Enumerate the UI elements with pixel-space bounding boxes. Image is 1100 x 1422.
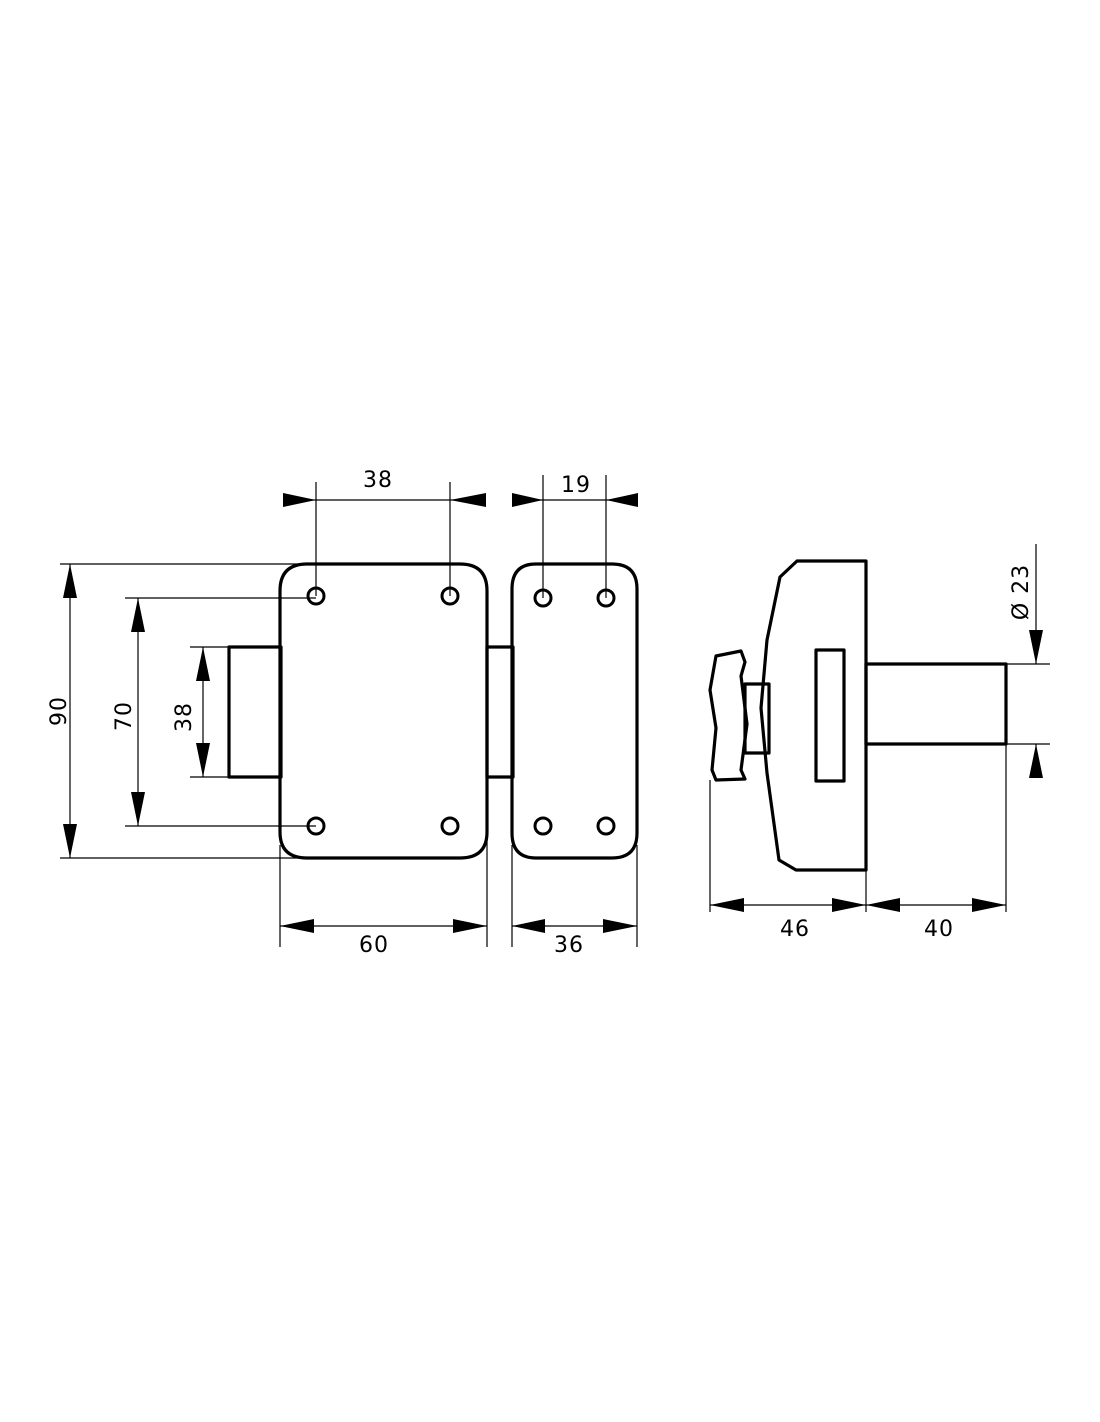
dimension-cylinder-diameter: Ø 23 — [1006, 544, 1050, 778]
dim-label-top-19: 19 — [561, 473, 591, 498]
lock-body-front-view — [227, 562, 489, 860]
side-body-profile — [759, 559, 868, 872]
dimension-side-depth: 46 — [709, 780, 867, 942]
keeper-front-view — [510, 562, 639, 860]
side-knob — [708, 649, 749, 782]
dimension-top-hole-spacing: 38 — [283, 468, 486, 596]
dim-label-90: 90 — [47, 696, 72, 726]
dim-label-38-bolt: 38 — [172, 702, 197, 732]
dim-label-46: 46 — [780, 917, 810, 942]
lock-side-view — [708, 559, 1008, 872]
side-cylinder — [864, 662, 1008, 746]
dimension-body-width: 60 — [279, 832, 488, 958]
dim-label-40: 40 — [924, 917, 954, 942]
bolt-left — [227, 645, 283, 779]
dimension-keeper-width: 36 — [511, 845, 638, 958]
dimension-bolt-height: 38 — [172, 646, 229, 778]
dimension-hole-vertical-spacing: 70 — [112, 597, 316, 827]
lock-body-outline — [278, 562, 489, 860]
keeper-outline — [510, 562, 639, 860]
dimension-overall-height: 90 — [47, 563, 300, 859]
dim-label-70: 70 — [112, 701, 137, 731]
keeper-hole-bottom-right — [596, 816, 616, 836]
dim-label-diameter-23: Ø 23 — [1009, 564, 1034, 620]
dimension-keeper-hole-spacing: 19 — [512, 473, 638, 598]
side-slot — [814, 648, 846, 783]
connecting-bolt — [485, 645, 515, 779]
screw-hole-bottom-right — [440, 816, 460, 836]
dim-label-60: 60 — [359, 933, 389, 958]
dimension-cylinder-length: 40 — [866, 744, 1007, 942]
keeper-hole-bottom-left — [533, 816, 553, 836]
dim-label-36: 36 — [554, 933, 584, 958]
side-knob-stem — [743, 682, 771, 755]
dim-label-top-38: 38 — [363, 468, 393, 493]
